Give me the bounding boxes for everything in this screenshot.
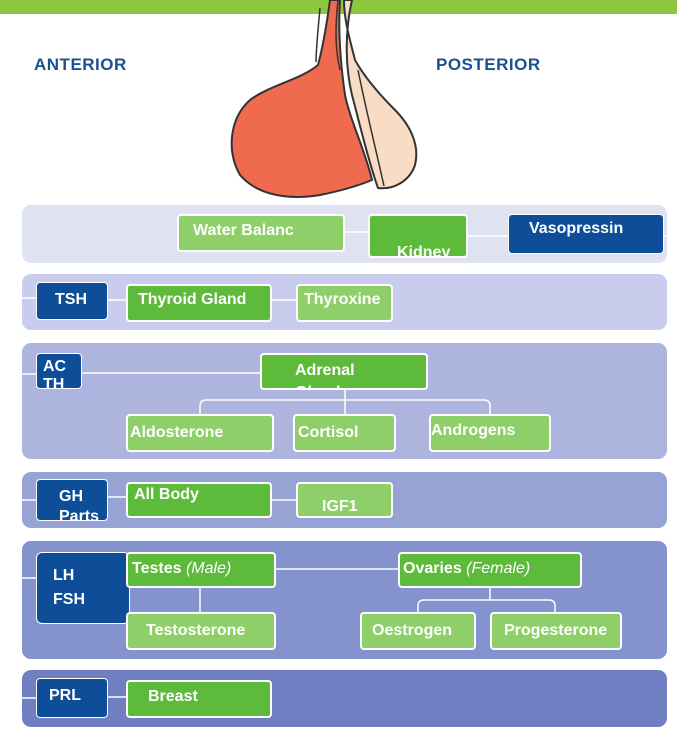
adrenal-gland-box: Adrenal Gland <box>260 353 428 390</box>
thyroxine-label: Thyroxine <box>304 291 380 309</box>
testosterone-label: Testosterone <box>146 622 245 640</box>
ovaries-box: Ovaries (Female) <box>398 552 582 588</box>
anterior-lobe-shape <box>232 0 372 197</box>
all-body-label: All Body <box>134 486 199 504</box>
vasopressin-label: Vasopressin <box>529 220 623 238</box>
gh-sublabel: Parts <box>59 508 99 521</box>
water-balance-label: Water Balanc <box>193 222 294 240</box>
androgens-label: Androgens <box>431 422 515 440</box>
oestrogen-label: Oestrogen <box>372 622 452 640</box>
testes-note: (Male) <box>186 560 231 577</box>
testes-box: Testes (Male) <box>126 552 276 588</box>
thyroid-gland-box: Thyroid Gland <box>126 284 272 322</box>
kidney-label: Kidney <box>397 244 450 258</box>
progesterone-box: Progesterone <box>490 612 622 650</box>
ovaries-note: (Female) <box>466 560 530 577</box>
tsh-hormone-box: TSH <box>36 282 108 320</box>
thyroid-gland-label: Thyroid Gland <box>138 291 246 309</box>
cortisol-label: Cortisol <box>298 424 358 442</box>
cortisol-box: Cortisol <box>293 414 396 452</box>
vasopressin-box: Vasopressin <box>508 214 664 254</box>
adrenal-gland-label: Adrenal Gland <box>295 360 385 390</box>
lh-label: LH <box>53 567 74 585</box>
gh-hormone-box: GH Parts <box>36 479 108 521</box>
water-balance-box: Water Balanc <box>177 214 345 252</box>
testes-label: Testes (Male) <box>132 560 231 578</box>
gh-label: GH <box>59 488 83 506</box>
progesterone-label: Progesterone <box>504 622 607 640</box>
breast-label: Breast <box>148 688 198 706</box>
posterior-label: POSTERIOR <box>436 55 541 73</box>
prl-hormone-box: PRL <box>36 678 108 718</box>
aldosterone-label: Aldosterone <box>130 424 223 442</box>
all-body-box: All Body <box>126 482 272 518</box>
lh-fsh-hormone-box: LH FSH <box>36 552 130 624</box>
igf1-label: IGF1 <box>322 498 358 516</box>
aldosterone-box: Aldosterone <box>126 414 274 452</box>
fsh-label: FSH <box>53 591 85 609</box>
ovaries-label: Ovaries (Female) <box>403 560 530 578</box>
thyroxine-box: Thyroxine <box>296 284 393 322</box>
ovaries-text: Ovaries <box>403 560 462 577</box>
testosterone-box: Testosterone <box>126 612 276 650</box>
acth-hormone-box: ACTH <box>36 353 82 389</box>
kidney-box: Kidney <box>368 214 468 258</box>
oestrogen-box: Oestrogen <box>360 612 476 650</box>
igf1-box: IGF1 <box>296 482 393 518</box>
anterior-label: ANTERIOR <box>34 55 127 73</box>
tsh-label: TSH <box>55 291 87 309</box>
acth-label: ACTH <box>43 358 73 389</box>
prl-label: PRL <box>49 687 81 705</box>
breast-box: Breast <box>126 680 272 718</box>
androgens-box: Androgens <box>429 414 551 452</box>
testes-text: Testes <box>132 560 182 577</box>
